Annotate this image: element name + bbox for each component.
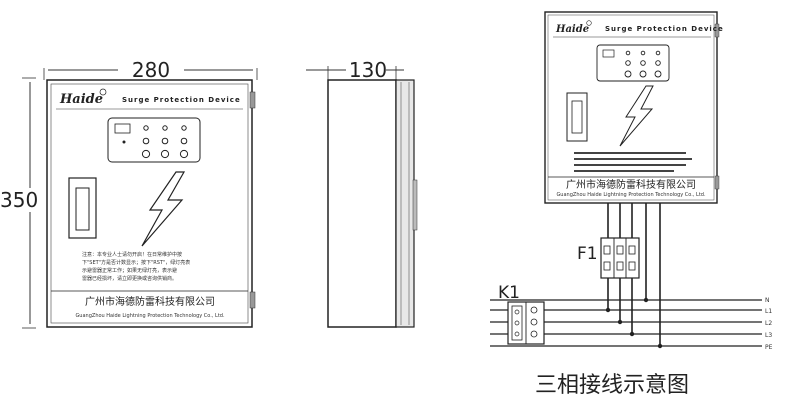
width-dimension: 280	[132, 58, 170, 82]
company-name-cn: 广州市海德防雷科技有限公司	[85, 295, 215, 308]
depth-dimension: 130	[349, 58, 387, 82]
indicator-lights	[141, 125, 189, 159]
height-dimension: 350	[0, 188, 38, 212]
indicator-panel	[107, 117, 201, 163]
company-name-cn-small: 广州市海德防雷科技有限公司	[566, 178, 696, 191]
line-label-pe: PE	[765, 344, 773, 351]
wiring-diagram: Haide Surge Protection Device 广州市海德防雷科技有…	[490, 11, 773, 398]
wiring-caption: 三相接线示意图	[535, 373, 689, 398]
wires-lower	[607, 278, 633, 334]
breaker-f1	[600, 237, 640, 279]
brand-logo-small: Haide	[555, 24, 589, 35]
breaker-label: F1	[577, 244, 598, 264]
notice-line-1: 注意：本专业人士请勿开启！在日常维护中按	[82, 251, 182, 258]
front-view: 280 350 Haide Surge Protection Device	[0, 58, 258, 329]
company-name-en: GuangZhou Haide Lightning Protection Tec…	[75, 313, 225, 319]
line-label-n: N	[765, 297, 770, 304]
product-title-small: Surge Protection Device	[605, 25, 724, 33]
side-view: 130	[306, 58, 418, 328]
line-label-l1: L1	[765, 308, 772, 315]
notice-line-3: 示避雷器正常工作；如果无绿灯亮，表示避	[82, 267, 177, 274]
line-label-l3: L3	[765, 332, 772, 339]
line-label-l2: L2	[765, 320, 772, 327]
switch-label: K1	[498, 283, 520, 303]
product-title: Surge Protection Device	[122, 96, 241, 104]
lightning-bolt-icon	[141, 171, 186, 247]
brand-logo: Haide	[59, 92, 103, 107]
switch-k1	[507, 301, 545, 345]
notice-line-4: 雷器已经损坏，请立即更换或咨询供销商。	[82, 275, 177, 282]
company-name-en-small: GuangZhou Haide Lightning Protection Tec…	[556, 192, 706, 198]
bus-lines	[490, 299, 762, 347]
notice-line-2: 下"SET"方是否计数显示；按下"RST"，绿灯亮表	[82, 259, 190, 266]
enclosure-side	[327, 79, 397, 328]
